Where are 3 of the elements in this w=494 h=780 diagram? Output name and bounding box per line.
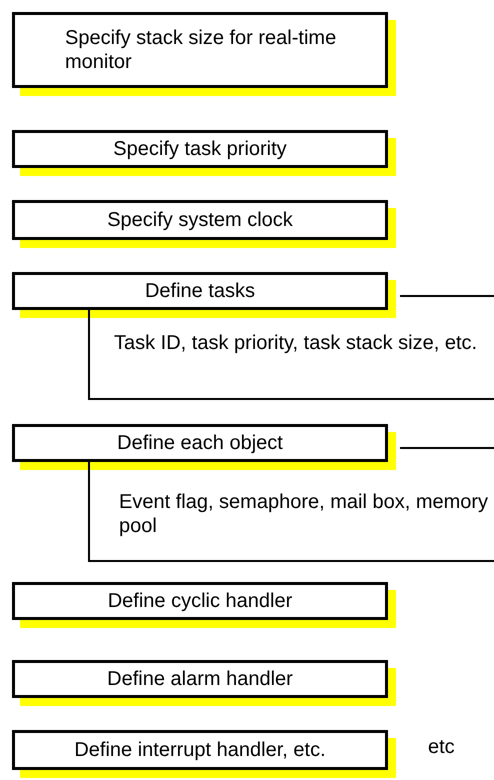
note-text: etc bbox=[428, 736, 455, 759]
detail-text: Task ID, task priority, task stack size, etc. bbox=[114, 331, 478, 355]
detail-text: Event flag, semaphore, mail box, memory pool bbox=[119, 490, 490, 538]
